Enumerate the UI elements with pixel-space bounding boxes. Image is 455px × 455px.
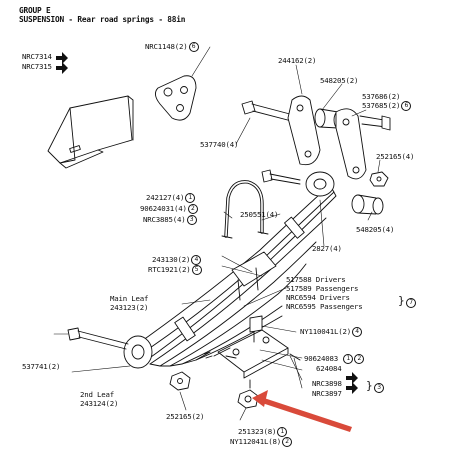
label-548205-b: 548205(4) <box>356 225 395 234</box>
label-main-leaf: Main Leaf 243123(2) <box>110 294 149 312</box>
shackle-plate-front <box>335 108 391 180</box>
bolt-537741 <box>67 327 129 350</box>
ref-number: 3 <box>374 383 384 393</box>
label-2nd-leaf: 2nd Leaf 243124(2) <box>80 390 119 408</box>
label-624084: 624084 <box>316 364 342 373</box>
ref-number: 1 <box>343 354 354 364</box>
label-252165-right: 252165(4) <box>376 152 415 161</box>
label-ny110041: NY110041L(2)4 <box>300 327 362 337</box>
label-90624031: 90624031(4)2 <box>140 204 198 214</box>
springs-bracket: } <box>398 294 405 307</box>
arrow-icons <box>56 52 358 394</box>
leader-lines <box>53 46 381 421</box>
label-251323: 251323(8)1 <box>238 427 288 437</box>
shackle-plate-rear <box>287 95 321 166</box>
label-243130: 243130(2)4 <box>152 255 202 265</box>
label-nrc1148: NRC1148(2)6 <box>145 42 199 52</box>
label-nrc7314: NRC7314 <box>22 52 52 61</box>
label-250551: 250551(4) <box>240 210 279 219</box>
label-rtc1921: RTC1921(2)5 <box>148 265 202 275</box>
bolt-lower <box>261 169 301 185</box>
ref-number: 2 <box>282 437 292 447</box>
bush-548205-lower <box>351 194 384 215</box>
ref-number: 2 <box>187 204 198 214</box>
label-537685: 537685(2)6 <box>362 101 412 111</box>
ref-number: 6 <box>401 101 412 111</box>
ref-number: 4 <box>191 255 202 265</box>
label-548205-a: 548205(2) <box>320 76 359 85</box>
label-537740: 537740(4) <box>200 140 239 149</box>
label-nrc7315: NRC7315 <box>22 62 52 71</box>
label-ny112041: NY112041L(8)2 <box>230 437 292 447</box>
springs-ref: 7 <box>405 298 416 308</box>
ref-number: 7 <box>406 298 416 308</box>
page-title: SUSPENSION - Rear road springs - 88in <box>19 15 186 24</box>
nut-251323 <box>237 379 259 409</box>
nrc389x-bracket: } <box>366 379 373 392</box>
highlight-arrow <box>252 390 352 432</box>
plate-studs <box>203 351 301 361</box>
label-242127: 242127(4)1 <box>146 193 196 203</box>
ref-number: 4 <box>352 327 362 337</box>
label-nrc3885: NRC3885(4)3 <box>143 215 197 225</box>
label-537686: 537686(2) <box>362 92 401 101</box>
ref-number: 3 <box>186 215 197 225</box>
label-nrc3898: NRC3898 <box>312 379 342 388</box>
ref-number: 1 <box>277 427 288 437</box>
label-springs: 517588 Drivers 517589 Passengers NRC6594… <box>286 275 363 311</box>
ref-number: 1 <box>185 193 196 203</box>
u-bolt <box>221 180 269 239</box>
label-244162: 244162(2) <box>278 56 317 65</box>
nrc389x-ref: 3 <box>373 383 384 393</box>
u-bolt-plate <box>213 329 289 379</box>
bolt-537740 <box>241 100 306 125</box>
ref-number: 5 <box>191 265 202 275</box>
group-label: GROUP E <box>19 6 51 15</box>
label-2827: 2827(4) <box>312 244 342 253</box>
label-537741: 537741(2) <box>22 362 61 371</box>
nut-252165-right <box>369 171 389 187</box>
ref-number: 2 <box>354 354 365 364</box>
label-nrc3897: NRC3897 <box>312 389 342 398</box>
leaf-spring <box>123 171 337 369</box>
label-252165-lower: 252165(2) <box>166 412 205 421</box>
chassis-bracket <box>47 95 134 169</box>
bolt-ny110041 <box>249 315 263 343</box>
ref-number: 6 <box>188 42 199 52</box>
mounting-plate <box>155 75 197 121</box>
nut-252165-lower <box>169 371 191 391</box>
